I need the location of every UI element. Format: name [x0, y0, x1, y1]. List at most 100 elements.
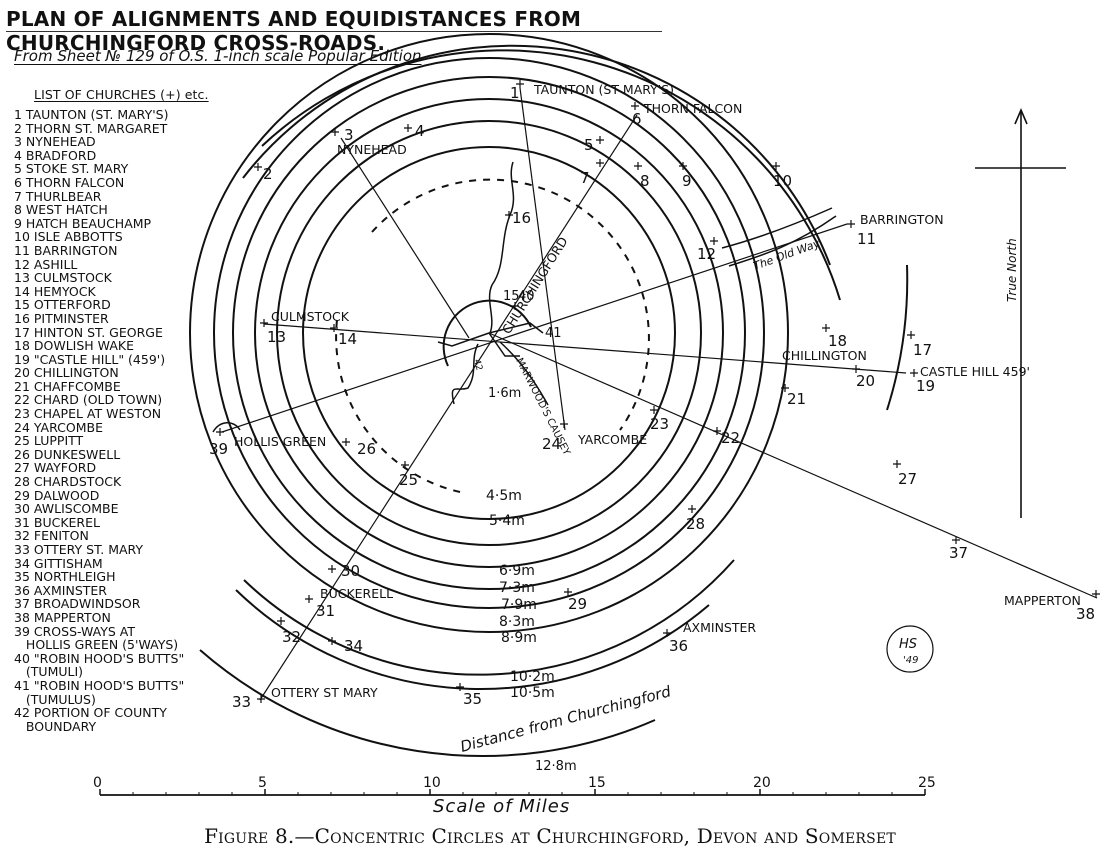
road-centre-c	[488, 332, 520, 357]
legend-item: 37 BROADWINDSOR	[14, 596, 141, 612]
legend-item: 42 PORTION OF COUNTY BOUNDARY	[14, 705, 167, 734]
place-label-axminster: AXMINSTER	[683, 620, 756, 635]
circle-7-3m	[254, 98, 724, 568]
marker-number-15: 15	[503, 289, 520, 304]
marker-number-5: 5	[584, 136, 594, 154]
legend-item: 11 BARRINGTON	[14, 242, 118, 258]
marker-number-39: 39	[209, 440, 228, 458]
distance-label-10-5m: 10·5m	[510, 685, 555, 701]
legend-item: 5 STOKE ST. MARY	[14, 161, 129, 177]
distance-label-6-9m: 6·9m	[499, 563, 535, 579]
alignment-line-taunton-yarcombe	[519, 87, 566, 431]
legend-item: 10 ISLE ABBOTTS	[14, 229, 123, 245]
scale-tick-label: 15	[588, 775, 606, 791]
church-marker-37	[952, 536, 960, 544]
distance-label-4-5m: 4·5m	[486, 488, 522, 504]
alignment-line-thorn-falcon-ottery	[259, 114, 638, 701]
place-label-ottery: OTTERY ST MARY	[271, 685, 378, 700]
place-label-chillington: CHILLINGTON	[782, 348, 867, 363]
place-label-nynehead: NYNEHEAD	[337, 142, 407, 157]
title-underline	[6, 31, 662, 32]
marker-number-37: 37	[949, 544, 968, 562]
legend-item: 24 YARCOMBE	[14, 419, 103, 435]
church-marker-24	[560, 420, 568, 428]
county-boundary-roads	[212, 161, 837, 433]
legend-item: 22 CHARD (OLD TOWN)	[14, 392, 163, 408]
church-marker-15	[511, 302, 519, 310]
legend-item: 7 THURLBEAR	[14, 188, 102, 204]
marker-number-12: 12	[697, 245, 716, 263]
church-marker-17	[907, 331, 915, 339]
circle-6-9m	[276, 120, 702, 546]
legend-item: 39 CROSS-WAYS AT HOLLIS GREEN (5'WAYS)	[14, 623, 179, 653]
church-marker-38	[1092, 590, 1100, 598]
legend-item: 12 ASHILL	[14, 256, 78, 272]
road-north-stream	[488, 161, 515, 334]
church-marker-4	[404, 124, 412, 132]
marker-number-16: 16	[512, 209, 531, 227]
centre-label: CHURCHINGFORD	[499, 234, 571, 337]
church-markers	[216, 80, 1100, 703]
legend-item: 29 DALWOOD	[14, 487, 100, 503]
marker-number-14: 14	[338, 330, 357, 348]
legend-item: 30 AWLISCOMBE	[14, 501, 119, 517]
legend-item: 31 BUCKEREL	[14, 514, 100, 530]
legend-item: 35 NORTHLEIGH	[14, 569, 116, 585]
legend-item: 21 CHAFFCOMBE	[14, 378, 121, 394]
church-marker-34	[328, 637, 336, 645]
marker-number-24: 24	[542, 435, 561, 453]
legend-item: 28 CHARDSTOCK	[14, 474, 122, 490]
legend-item: 20 CHILLINGTON	[14, 365, 119, 381]
marker-number-2: 2	[263, 165, 273, 183]
legend-item: 25 LUPPITT	[14, 433, 84, 449]
place-label-taunton: TAUNTON (ST MARY'S)	[533, 82, 674, 97]
church-marker-36	[663, 629, 671, 637]
circle-5-4m	[302, 146, 676, 520]
marker-number-22: 22	[721, 429, 740, 447]
church-marker-18	[822, 324, 830, 332]
figure-caption: Figure 8.—Concentric Circles at Churchin…	[204, 824, 896, 848]
church-marker-11	[847, 220, 855, 228]
church-marker-23	[650, 406, 658, 414]
marker-number-40: 40	[518, 289, 535, 304]
marker-number-1: 1	[510, 84, 520, 102]
marker-number-7: 7	[580, 169, 590, 187]
place-label-hollis-green: HOLLIS GREEN	[234, 434, 326, 449]
place-label-culmstock: CULMSTOCK	[271, 309, 350, 324]
church-marker-22	[713, 427, 721, 435]
road-centre-b	[437, 332, 490, 347]
church-marker-19	[910, 369, 918, 377]
marker-number-34: 34	[344, 637, 363, 655]
church-marker-14	[330, 324, 338, 332]
circle-10-2m	[243, 559, 735, 676]
legend-item: 8 WEST HATCH	[14, 202, 108, 218]
marker-number-10: 10	[773, 172, 792, 190]
church-marker-10	[772, 162, 780, 170]
source-note: From Sheet № 129 of O.S. 1-inch scale Po…	[14, 47, 422, 65]
legend-item: 1 TAUNTON (ST. MARY'S)	[14, 107, 169, 122]
legend-item: 18 DOWLISH WAKE	[14, 338, 134, 354]
circle-7-9m	[232, 76, 746, 590]
marker-number-35: 35	[463, 690, 482, 708]
north-arrow-head	[1014, 107, 1028, 125]
place-label-mapperton: MAPPERTON	[1004, 593, 1081, 608]
church-marker-28	[688, 505, 696, 513]
place-labels: TAUNTON (ST MARY'S) THORN FALCON NYNEHEA…	[234, 82, 1081, 700]
marker-numbers: 1 2 3 4 5 6 7 8 9 10 11 12 13 14 15 40 1…	[209, 84, 1095, 711]
road-centre-a	[488, 322, 544, 334]
distance-label-5-4m: 5·4m	[489, 513, 525, 529]
church-marker-31	[305, 595, 313, 603]
marker-number-38: 38	[1076, 605, 1095, 623]
church-marker-3	[331, 128, 339, 136]
circle-10-2m-upper	[242, 44, 831, 266]
road-label-county-boundary: 42	[471, 358, 484, 372]
monogram-initials: HS	[899, 637, 917, 652]
legend-item: 4 BRADFORD	[14, 147, 97, 163]
church-marker-16	[505, 211, 513, 219]
marker-number-36: 36	[669, 637, 688, 655]
marker-number-8: 8	[640, 172, 650, 190]
marker-number-13: 13	[267, 328, 286, 346]
legend-item: 2 THORN ST. MARGARET	[14, 120, 168, 136]
church-marker-21	[781, 384, 789, 392]
scale-tick-label: 25	[918, 775, 936, 791]
